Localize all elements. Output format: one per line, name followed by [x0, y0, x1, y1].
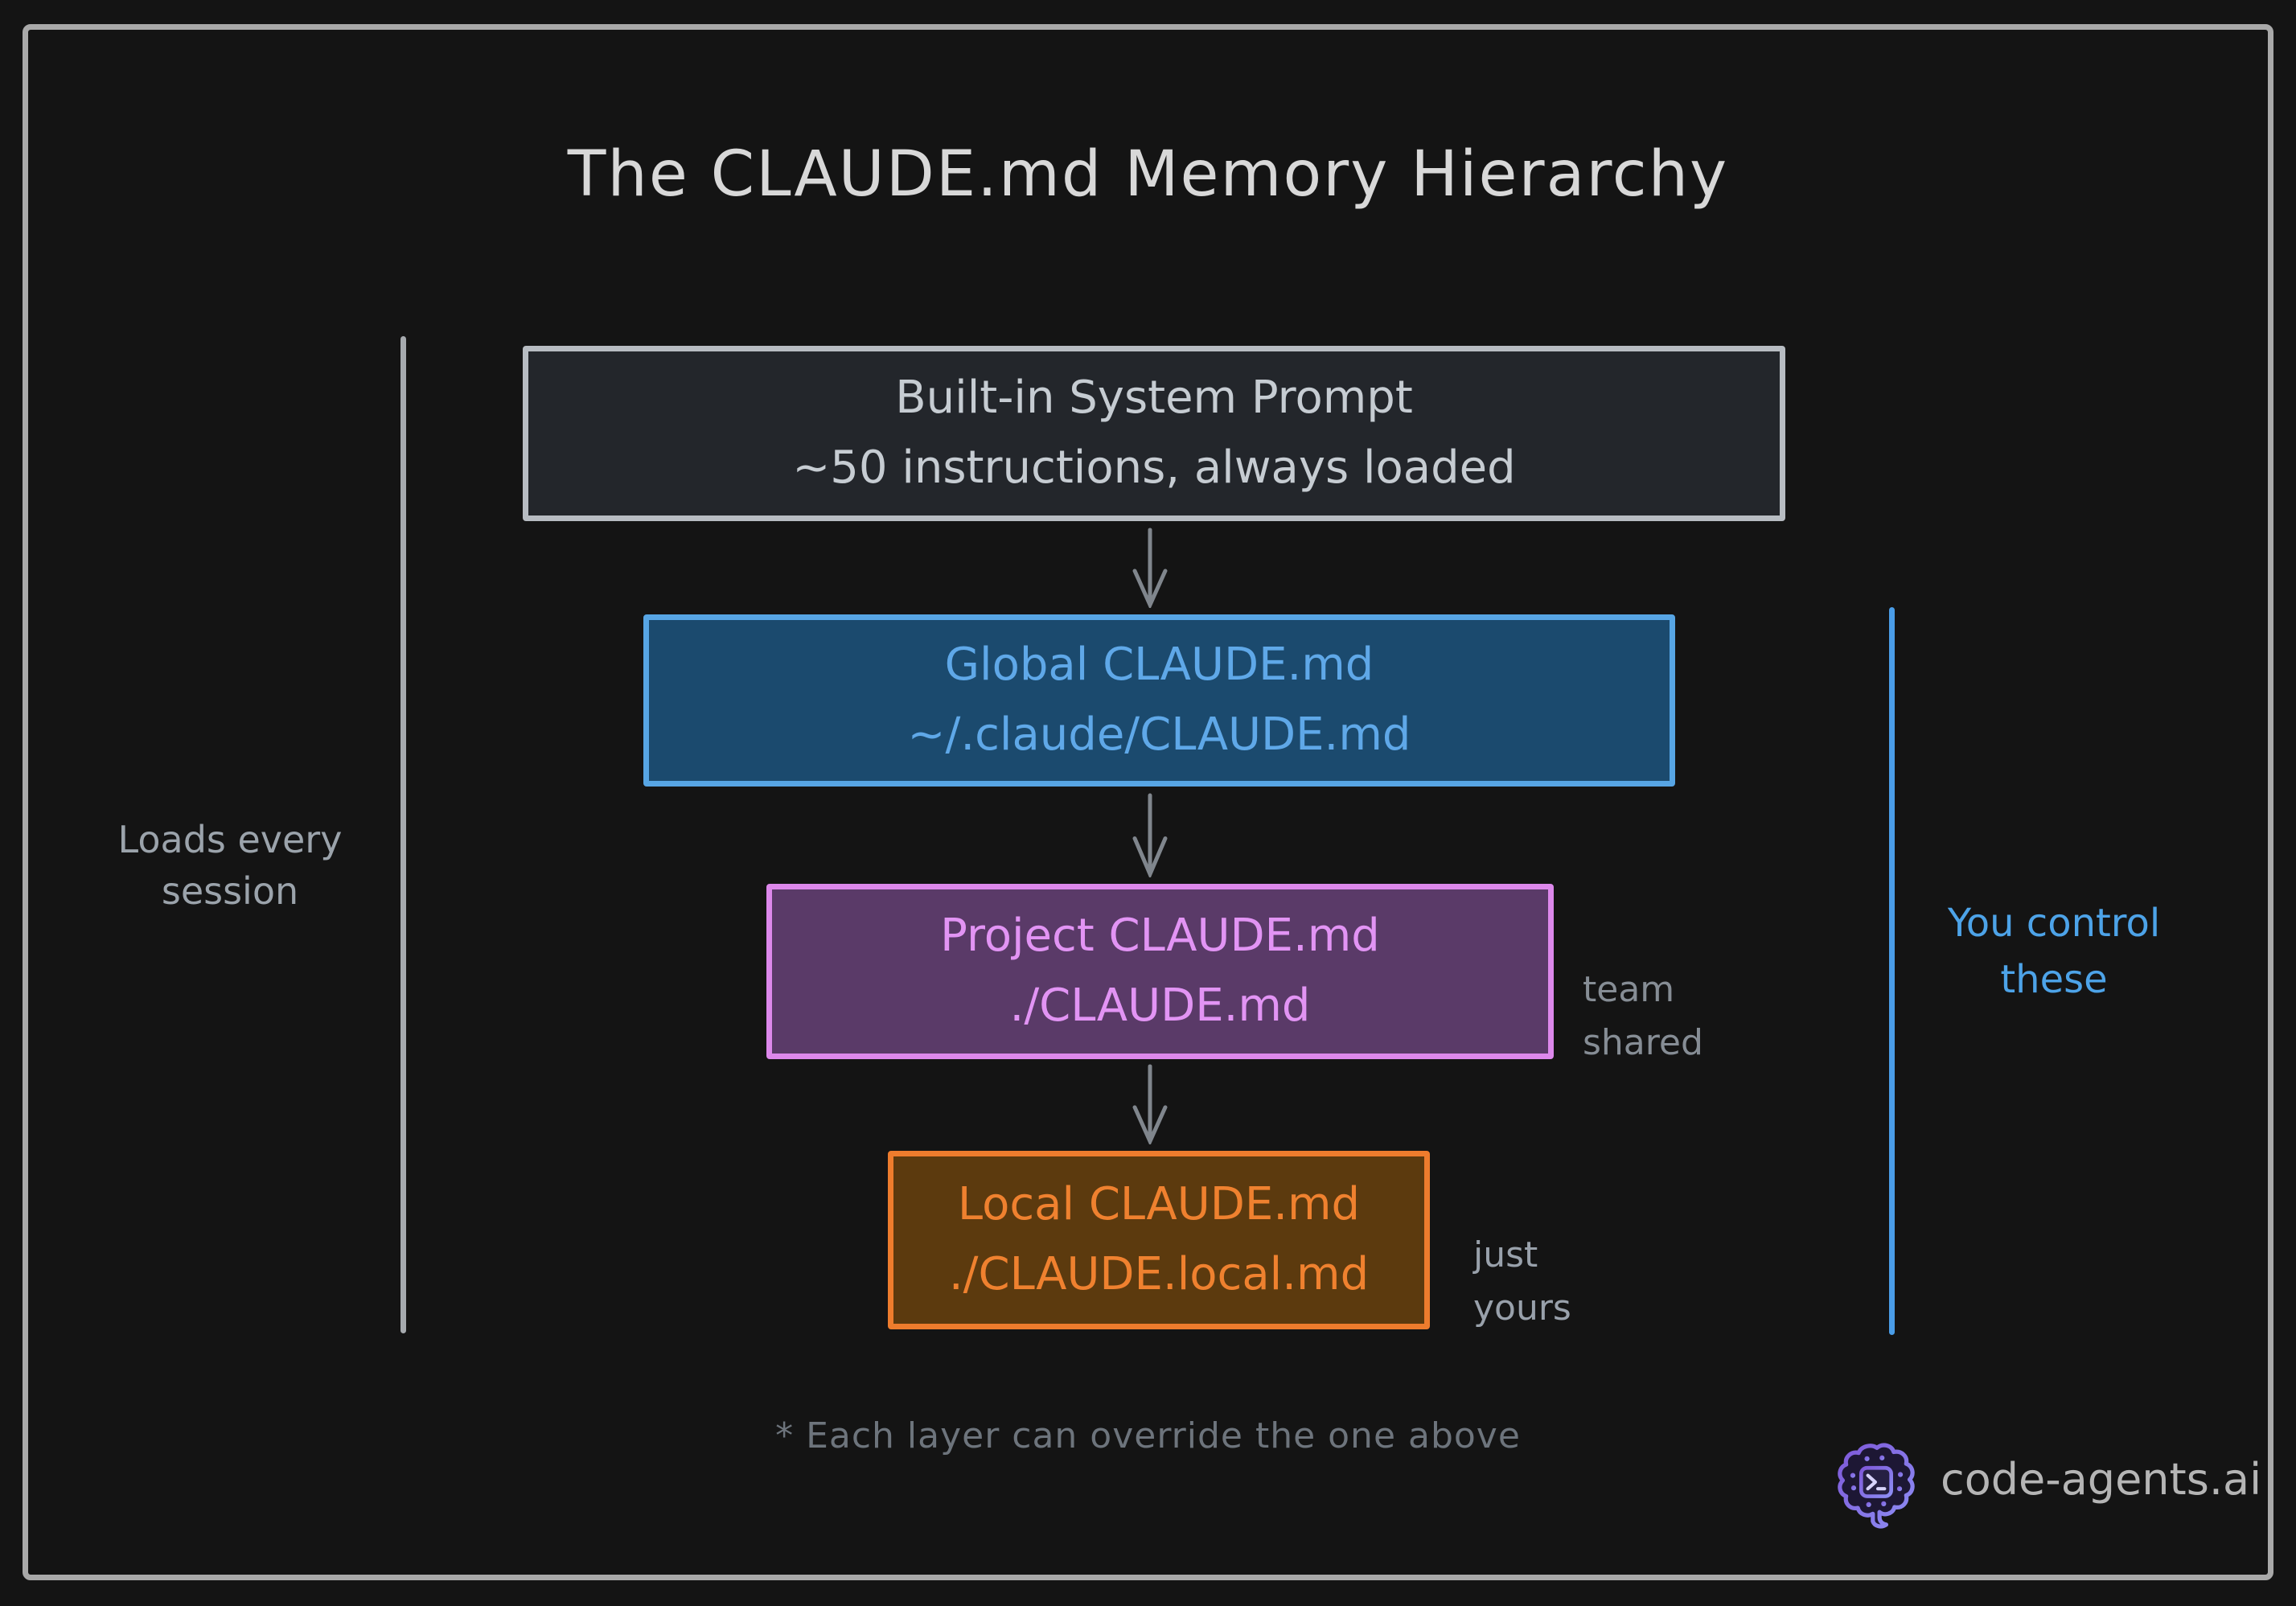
box-global-claude-md-title: Global CLAUDE.md — [944, 639, 1374, 692]
you-control-these-label: You control these — [1937, 896, 2171, 1008]
box-local-claude-md-subtitle: ./CLAUDE.local.md — [948, 1248, 1370, 1300]
box-project-claude-md: Project CLAUDE.md ./CLAUDE.md — [766, 884, 1554, 1059]
box-project-claude-md-subtitle: ./CLAUDE.md — [1009, 980, 1311, 1032]
left-label-line2: session — [161, 869, 299, 914]
box-built-in-system-prompt-subtitle: ~50 instructions, always loaded — [792, 442, 1516, 494]
brand-name: code-agents.ai — [1941, 1453, 2262, 1505]
just-yours-note-line1: just — [1473, 1234, 1538, 1275]
team-shared-note-line2: shared — [1583, 1022, 1703, 1063]
box-local-claude-md: Local CLAUDE.md ./CLAUDE.local.md — [888, 1151, 1430, 1329]
footnote: * Each layer can override the one above — [775, 1415, 1521, 1456]
team-shared-note-line1: team — [1583, 969, 1675, 1010]
box-built-in-system-prompt-title: Built-in System Prompt — [895, 372, 1413, 425]
team-shared-note: team shared — [1583, 963, 1703, 1070]
just-yours-note: just yours — [1473, 1229, 1571, 1335]
box-built-in-system-prompt: Built-in System Prompt ~50 instructions,… — [523, 346, 1785, 521]
loads-every-session-label: Loads every session — [93, 814, 367, 918]
right-label-line2: these — [2000, 956, 2108, 1002]
you-control-bracket-line — [1889, 607, 1895, 1335]
box-local-claude-md-title: Local CLAUDE.md — [957, 1178, 1361, 1231]
arrow-down-icon — [1132, 1064, 1168, 1144]
page-title: The CLAUDE.md Memory Hierarchy — [567, 138, 1729, 211]
arrow-down-icon — [1132, 793, 1168, 877]
left-label-line1: Loads every — [117, 818, 343, 861]
brand: code-agents.ai — [1834, 1440, 2261, 1529]
loads-every-session-bracket-line — [400, 336, 406, 1333]
box-project-claude-md-title: Project CLAUDE.md — [940, 910, 1380, 963]
right-label-line1: You control — [1947, 901, 2161, 946]
box-global-claude-md: Global CLAUDE.md ~/.claude/CLAUDE.md — [643, 614, 1675, 787]
box-global-claude-md-subtitle: ~/.claude/CLAUDE.md — [907, 709, 1411, 761]
arrow-down-icon — [1132, 528, 1168, 608]
just-yours-note-line2: yours — [1473, 1288, 1571, 1329]
brain-circuit-terminal-icon — [1838, 1443, 1915, 1529]
